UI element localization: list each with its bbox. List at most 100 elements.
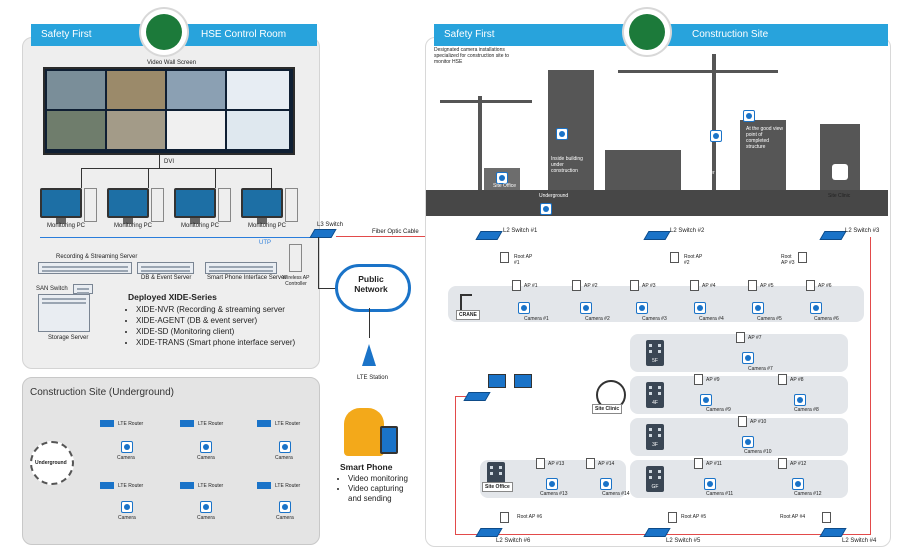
ap-7[interactable] — [736, 332, 745, 343]
ap-2[interactable] — [572, 280, 581, 291]
camera-row1-6-label: Camera #6 — [814, 316, 839, 322]
monitoring-pc-3[interactable] — [174, 188, 216, 224]
storage-server-label: Storage Server — [48, 335, 89, 341]
root-ap-6[interactable] — [500, 512, 509, 523]
site-clinic-label: Site Clinic — [592, 404, 623, 414]
root-ap-6-label: Root AP #6 — [517, 514, 543, 520]
root-ap-1[interactable] — [500, 252, 509, 263]
right-structure — [740, 120, 786, 190]
root-ap-5[interactable] — [668, 512, 677, 523]
video-wall-screen — [43, 67, 295, 155]
ap-8-label: AP #8 — [790, 377, 804, 383]
camera-row1-3[interactable] — [636, 302, 648, 314]
camera-9[interactable] — [700, 394, 712, 406]
l2-switch-3-label: L2 Switch #3 — [845, 228, 880, 234]
camera-8[interactable] — [794, 394, 806, 406]
xide-item: XIDE-NVR (Recording & streaming server — [136, 304, 295, 315]
camera-4[interactable] — [121, 501, 133, 513]
lte-router-6[interactable] — [257, 482, 271, 489]
ap-4[interactable] — [690, 280, 699, 291]
camera-10[interactable] — [742, 436, 754, 448]
root-ap-1-label: Root AP #1 — [514, 254, 533, 266]
site-office-label: Site Office — [482, 482, 513, 492]
root-ap-2[interactable] — [670, 252, 679, 263]
l3-switch[interactable] — [309, 229, 337, 238]
camera-row1-5[interactable] — [752, 302, 764, 314]
site-helmet-emblem-icon — [624, 9, 670, 55]
camera-row1-1[interactable] — [518, 302, 530, 314]
ap-3-label: AP #3 — [642, 283, 656, 289]
root-ap-3[interactable] — [798, 252, 807, 263]
camera-row1-6[interactable] — [810, 302, 822, 314]
db-server-label: DB & Event Server — [141, 275, 192, 281]
ap-6[interactable] — [806, 280, 815, 291]
label-inside-building: Inside building under construction — [551, 156, 583, 174]
control-room-safety-label: Safety First — [41, 29, 92, 40]
lte-router-5[interactable] — [180, 482, 194, 489]
ap-5[interactable] — [748, 280, 757, 291]
camera-label-2: Camera — [197, 455, 215, 461]
camera-1[interactable] — [121, 441, 133, 453]
camera-11[interactable] — [704, 478, 716, 490]
ap-14[interactable] — [586, 458, 595, 469]
camera-9-label: Camera #9 — [706, 407, 731, 413]
ap-13-label: AP #13 — [548, 461, 565, 467]
ap-4-label: AP #4 — [702, 283, 716, 289]
site-title: Construction Site — [692, 29, 769, 40]
ap-12[interactable] — [778, 458, 787, 469]
site-cam-inside[interactable] — [556, 128, 568, 140]
phone-server-label: Smart Phone Interface Server — [207, 275, 287, 281]
san-switch[interactable] — [73, 284, 93, 294]
camera-7[interactable] — [742, 352, 754, 364]
camera-12[interactable] — [792, 478, 804, 490]
lte-router-3[interactable] — [257, 420, 271, 427]
lte-router-1[interactable] — [100, 420, 114, 427]
floor-3f: 3F — [646, 424, 664, 450]
crane-mast-1 — [478, 96, 482, 190]
ap-1[interactable] — [512, 280, 521, 291]
camera-label-3: Camera — [275, 455, 293, 461]
storage-server[interactable] — [38, 294, 90, 332]
camera-3[interactable] — [279, 441, 291, 453]
ap-3[interactable] — [630, 280, 639, 291]
lte-router-2[interactable] — [180, 420, 194, 427]
ap-8[interactable] — [778, 374, 787, 385]
ap-13[interactable] — [536, 458, 545, 469]
camera-14[interactable] — [600, 478, 612, 490]
monitoring-pc-2[interactable] — [107, 188, 149, 224]
monitoring-pc-4[interactable] — [241, 188, 283, 224]
ap-10[interactable] — [738, 416, 747, 427]
site-cam-view[interactable] — [743, 110, 755, 122]
l2-switch-4-label: L2 Switch #4 — [842, 538, 877, 544]
ap-11-label: AP #11 — [706, 461, 722, 467]
floor-gf-panel — [630, 460, 848, 498]
floor-gf: GF — [646, 466, 664, 492]
camera-2[interactable] — [200, 441, 212, 453]
camera-5[interactable] — [200, 501, 212, 513]
site-cam-office[interactable] — [496, 172, 508, 184]
floor-3f-label: 3F — [652, 442, 658, 448]
smart-phone-interface-server[interactable] — [205, 262, 277, 274]
camera-6[interactable] — [279, 501, 291, 513]
root-ap-4[interactable] — [822, 512, 831, 523]
site-cam-underground[interactable] — [540, 203, 552, 215]
camera-10-label: Camera #10 — [744, 449, 772, 455]
camera-13[interactable] — [546, 478, 558, 490]
smart-phone-title: Smart Phone — [340, 462, 393, 472]
ap-11[interactable] — [694, 458, 703, 469]
monitoring-pc-label-4: Monitoring PC — [248, 223, 287, 229]
site-cam-crane[interactable] — [710, 130, 722, 142]
camera-row1-2-label: Camera #2 — [585, 316, 610, 322]
lte-router-4[interactable] — [100, 482, 114, 489]
clinic-building — [820, 124, 860, 190]
camera-row1-2[interactable] — [580, 302, 592, 314]
wireless-ap-controller[interactable] — [289, 244, 302, 272]
monitoring-pc-1[interactable] — [40, 188, 82, 224]
phone-feature: Video monitoring — [348, 474, 418, 484]
monitoring-pc-label-3: Monitoring PC — [181, 223, 220, 229]
dvi-cable — [159, 155, 160, 169]
recording-streaming-server[interactable] — [38, 262, 132, 274]
ap-9[interactable] — [694, 374, 703, 385]
camera-row1-4[interactable] — [694, 302, 706, 314]
db-event-server[interactable] — [137, 262, 194, 274]
